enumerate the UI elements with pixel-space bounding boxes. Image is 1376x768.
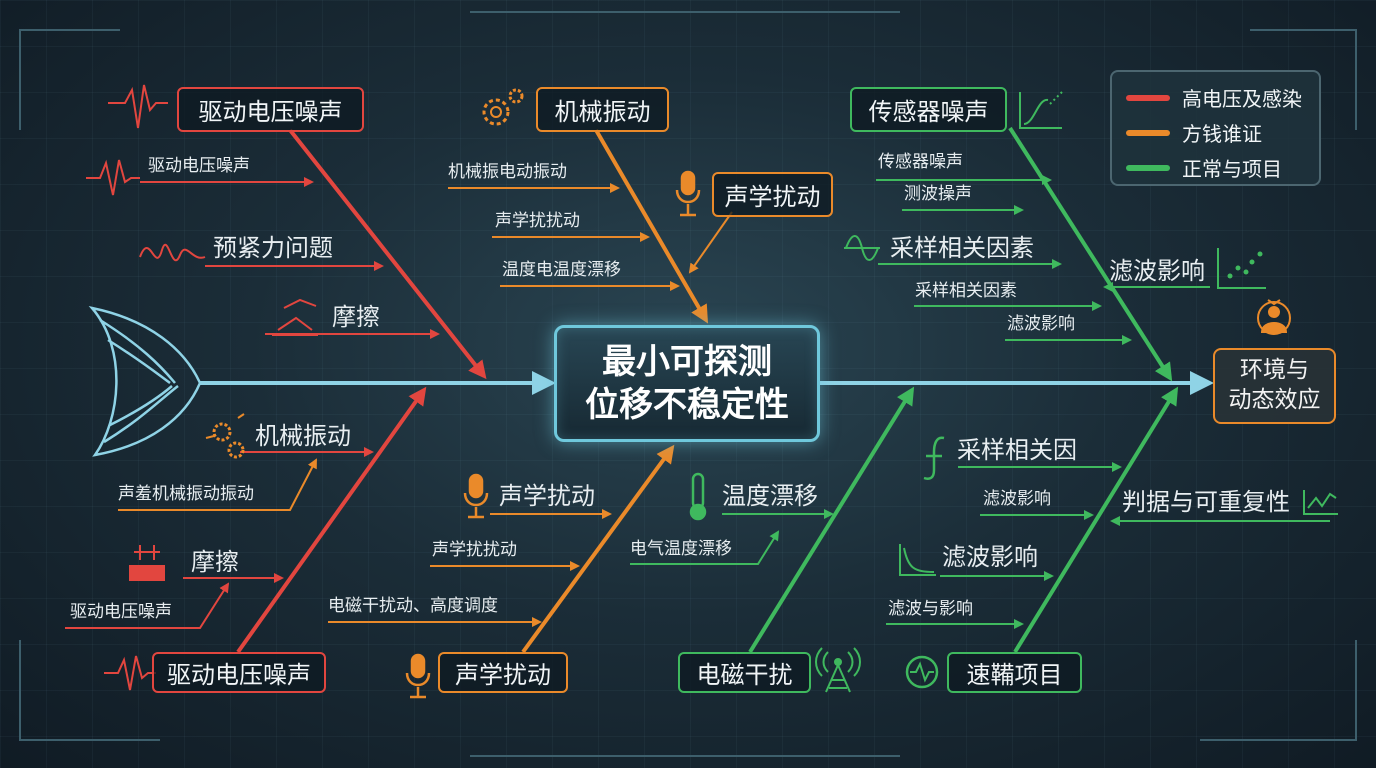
microphone-icon <box>675 170 701 217</box>
effect-head-box: 环境与 动态效应 <box>1213 348 1336 424</box>
bone-bottom-left <box>236 386 427 654</box>
fish-tail <box>88 306 202 457</box>
microphone-icon <box>463 473 489 519</box>
cause-label: 采样相关因 <box>957 436 1077 464</box>
antenna-icon <box>815 647 861 693</box>
cause-label: 摩擦 <box>332 303 380 331</box>
monitor-icon <box>905 655 939 689</box>
gear-icon <box>212 422 232 442</box>
legend-swatch-green <box>1126 164 1170 171</box>
cause-label: 摩擦 <box>191 548 239 576</box>
cause-label: 机械振电动振动 <box>448 162 567 182</box>
legend: 高电压及感染 方钱谁证 正常与项目 <box>1110 70 1321 186</box>
cause-label: 滤波影响 <box>942 543 1038 571</box>
cause-label: 声学扰扰动 <box>495 211 580 231</box>
category-box-bottom-left: 驱动电压噪声 <box>152 652 326 693</box>
effect-line-2: 动态效应 <box>1228 387 1321 413</box>
bone-top-mid <box>594 128 709 324</box>
friction-icon <box>272 298 318 336</box>
legend-item: 正常与项目 <box>1126 150 1319 185</box>
problem-line-1: 最小可探测 <box>602 342 772 382</box>
problem-statement-box: 最小可探测 位移不稳定性 <box>554 325 820 442</box>
cause-label: 声学扰扰动 <box>432 540 517 560</box>
bone-top-right <box>1008 126 1173 382</box>
waveform-icon <box>139 243 206 262</box>
microphone-icon <box>405 653 431 699</box>
legend-item: 方钱谁证 <box>1126 115 1319 150</box>
cause-label: 采样相关因素 <box>915 281 1017 301</box>
cause-label: 测波操声 <box>904 184 972 204</box>
legend-label: 高电压及感染 <box>1182 87 1302 111</box>
cause-label: 采样相关因素 <box>890 234 1034 262</box>
cause-label: 滤波影响 <box>1109 257 1205 285</box>
category-box-bottom-right: 速鞴项目 <box>947 652 1082 693</box>
cause-label: 滤波与影响 <box>888 599 973 619</box>
cause-label: 声学扰动 <box>499 482 595 510</box>
cause-label: 预紧力问题 <box>213 234 333 262</box>
bone-top-left <box>288 128 487 380</box>
friction-icon <box>129 565 165 581</box>
gear-icon <box>482 98 510 126</box>
category-box-top-right: 传感器噪声 <box>850 87 1007 132</box>
cause-label: 声羞机械振动振动 <box>118 484 254 504</box>
cause-label: 电气温度漂移 <box>630 539 732 559</box>
decay-curve-icon <box>899 544 936 576</box>
category-box-top-left: 驱动电压噪声 <box>177 87 364 132</box>
legend-swatch-orange <box>1126 129 1170 136</box>
category-box-bottom-mid: 声学扰动 <box>438 652 568 693</box>
legend-label: 正常与项目 <box>1182 157 1282 181</box>
cause-label: 电磁干扰动、高度调度 <box>328 596 498 616</box>
cause-label: 驱动电压噪声 <box>70 602 172 622</box>
line-chart-icon <box>1303 490 1338 515</box>
bone-bottom-right <box>1013 386 1179 654</box>
waveform-icon <box>104 655 156 691</box>
cause-label: 机械振动 <box>255 422 351 450</box>
bone-bottom-mid <box>521 444 675 654</box>
frame-lines <box>19 11 1357 757</box>
thermometer-icon <box>689 472 707 521</box>
effect-line-1: 环境与 <box>1240 357 1309 384</box>
waveform-icon <box>108 84 168 129</box>
cause-label: 驱动电压噪声 <box>148 156 250 176</box>
chart-icon <box>1019 92 1062 129</box>
sine-wave-icon <box>844 235 880 261</box>
scatter-chart-icon <box>1217 248 1266 289</box>
cause-label: 传感器噪声 <box>878 152 963 172</box>
cause-label: 滤波影响 <box>1007 314 1075 334</box>
category-box-top-mid-secondary: 声学扰动 <box>712 172 833 217</box>
cause-label: 滤波影响 <box>983 489 1051 509</box>
cause-label: 判据与可重复性 <box>1122 488 1290 516</box>
cause-label: 温度漂移 <box>722 482 818 510</box>
legend-label: 方钱谁证 <box>1182 122 1262 146</box>
legend-item: 高电压及感染 <box>1126 80 1319 115</box>
waveform-icon <box>86 159 140 196</box>
category-box-bottom-green: 电磁干扰 <box>678 652 811 693</box>
problem-line-2: 位移不稳定性 <box>585 384 789 425</box>
cause-label: 温度电温度漂移 <box>502 260 621 280</box>
integral-icon <box>923 436 945 480</box>
category-box-top-mid: 机械振动 <box>536 87 669 132</box>
bone-bottom-green <box>748 386 915 654</box>
environment-icon <box>1257 299 1291 335</box>
legend-swatch-red <box>1126 94 1170 101</box>
